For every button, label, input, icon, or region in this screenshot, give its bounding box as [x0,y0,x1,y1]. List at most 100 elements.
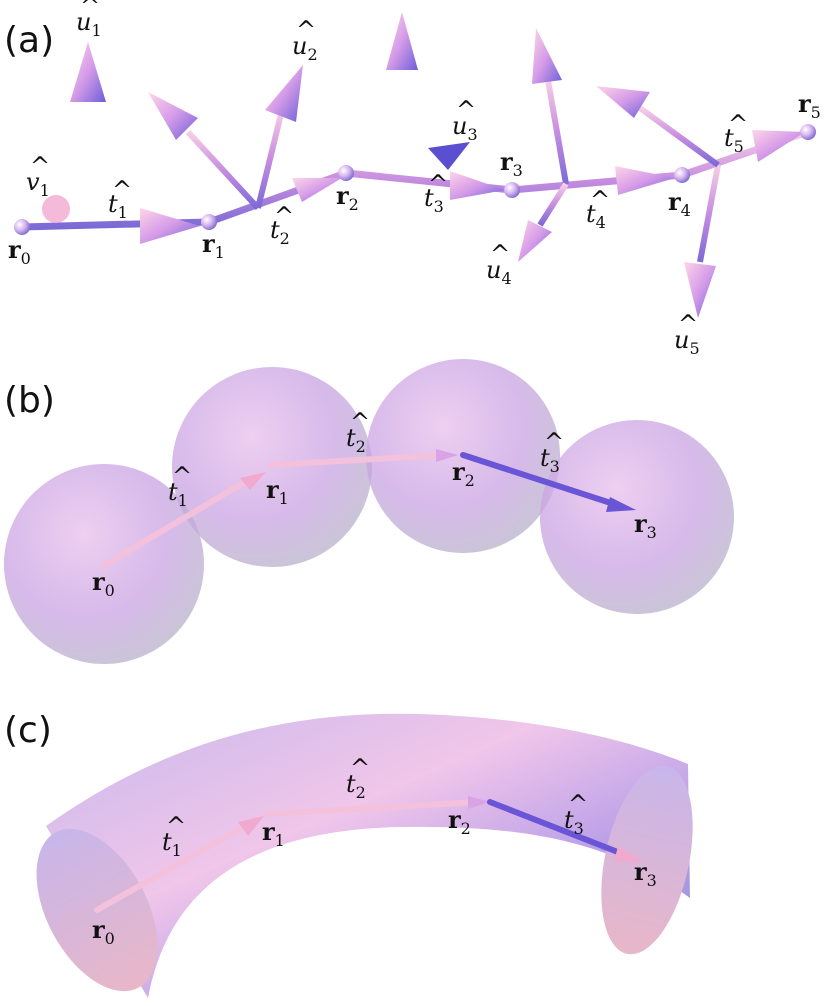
t3-vector-c [487,799,631,859]
t3-arrowhead-c [614,846,644,862]
r3-point [504,182,520,198]
t4-arrow [615,166,675,195]
hat-t4: ^ [590,186,610,214]
u5b-arrow [596,86,650,118]
t5-arrow [752,130,805,162]
sphere-3 [540,420,734,614]
hat-u4: ^ [490,240,510,268]
r5-point [800,124,816,140]
t1-vector-b [100,473,258,569]
label-u1: u1 [76,8,102,40]
u3b-arrow [428,142,470,170]
t3-vector-b [460,452,623,509]
t3-arrow [450,171,505,200]
label-t4: t4 [586,200,606,232]
t3-arrowhead-b [606,497,636,512]
t2-vector-c [263,799,481,817]
label-t3-c: t3 [564,806,584,838]
u4b-shaft [537,182,569,227]
u5b-shaft [638,105,720,168]
u2-arrow [265,65,303,122]
t1-arrowhead-c [238,816,264,836]
label-t1: t1 [108,190,128,222]
hat-t1-c: ^ [166,812,186,840]
label-r2: r2 [336,181,359,214]
label-r2-c: r2 [448,805,471,838]
hat-t2-b: ^ [350,408,370,436]
labels-a: r0 r1 r2 r3 r4 r5 t1 ^ t2 ^ t3 ^ t4 ^ t5… [8,0,821,358]
u4b-arrow [518,220,552,262]
hat-v1: ^ [30,152,50,180]
label-t2: t2 [270,216,290,248]
panel-a: (a) [4,0,821,358]
hat-t2: ^ [274,202,294,230]
label-v1: v1 [26,168,50,200]
t2-vector-b [267,452,448,468]
u4-arrow [532,28,562,84]
label-t2-b: t2 [346,424,366,456]
u5-shaft [697,164,721,263]
t2-arrow [292,178,342,202]
label-r1-c: r1 [262,817,285,850]
label-t1-c: t1 [162,828,182,860]
hat-t3-b: ^ [544,428,564,456]
label-r0-b: r0 [92,567,115,600]
label-u2: u2 [292,32,318,64]
label-r3: r3 [500,147,523,180]
label-r1-b: r1 [266,475,289,508]
panel-b-label: (b) [4,380,55,421]
hat-t5: ^ [728,110,748,138]
label-r0-c: r0 [92,915,115,948]
hat-u3: ^ [456,96,476,124]
v1-arrow [42,195,70,223]
hat-t3: ^ [428,170,448,198]
points-a [14,124,816,235]
u-arrows-a [70,12,721,318]
label-r5: r5 [798,89,821,122]
t1-vector-c [94,817,259,913]
r1-point [201,214,217,230]
label-u5: u5 [674,326,700,358]
panel-b: (b) r0 r1 r2 r3 t1 ^ t2 ^ t3 ^ [4,359,734,664]
label-t5: t5 [724,124,744,156]
label-t2-c: t2 [346,770,366,802]
r0-point [14,219,30,235]
t2-arrowhead-c [468,796,490,809]
hat-t1-b: ^ [172,462,192,490]
hat-u2: ^ [296,16,316,44]
t1-arrowhead-b [240,472,266,490]
panel-a-label: (a) [4,20,54,61]
u1-arrow [70,42,106,102]
label-r3-b: r3 [634,509,657,542]
label-r3-c: r3 [634,857,657,890]
label-u3: u3 [452,112,478,144]
u3-arrow [386,12,418,70]
t2-arrowhead-b [436,449,458,462]
hat-u1: ^ [80,0,100,20]
panel-c: (c) r0 r1 r2 r3 t1 ^ t2 ^ t3 ^ [4,710,693,998]
label-r1: r1 [202,229,225,262]
label-t1-b: t1 [168,478,188,510]
t-arrows-a [140,130,805,244]
label-u4: u4 [486,256,512,288]
label-r4: r4 [668,187,691,220]
hat-t3-c: ^ [568,790,588,818]
t1-arrow [140,208,200,244]
hat-t2-c: ^ [350,754,370,782]
hat-t1: ^ [112,176,132,204]
label-r2-b: r2 [452,457,475,490]
tube-body [46,713,690,998]
panel-c-label: (c) [4,710,52,751]
r4-point [674,167,690,183]
r2-point [338,165,354,181]
hat-u5: ^ [678,310,698,338]
u2b-shaft [185,129,261,211]
label-r0: r0 [8,235,31,268]
u5-arrow [684,262,716,318]
label-t3-b: t3 [540,444,560,476]
u4-shaft [545,79,569,185]
label-t3: t3 [424,184,444,216]
tube-cap-right [601,765,693,955]
u2b-arrow [148,92,198,140]
